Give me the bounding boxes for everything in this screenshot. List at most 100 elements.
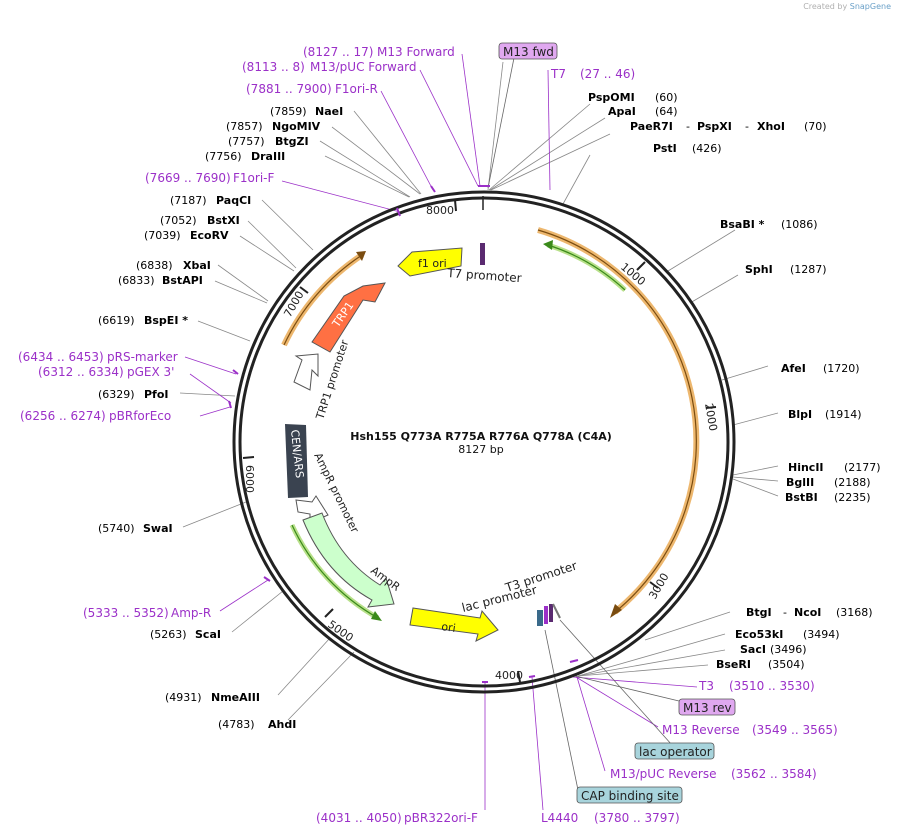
enzyme-name[interactable]: NgoMIV <box>272 120 321 133</box>
enzyme-pos: (5740) <box>98 522 135 535</box>
enzyme-name[interactable]: ApaI <box>608 105 636 118</box>
enzyme-name[interactable]: AfeI <box>781 362 806 375</box>
enzyme-pos: (3504) <box>768 658 805 671</box>
enzyme-name[interactable]: PaeR7I <box>630 120 673 133</box>
green-arc-top-head <box>543 240 553 250</box>
enzyme-pos: (3496) <box>770 643 807 656</box>
enzyme-name[interactable]: BlpI <box>788 408 812 421</box>
enzyme-name[interactable]: PaqCI <box>216 194 251 207</box>
cap-box <box>576 786 683 804</box>
feature-trp1-promoter[interactable]: TRP1 promoter <box>293 338 352 422</box>
primer-range: (7881 .. 7900) <box>246 82 332 96</box>
ruler-label: 6000 <box>243 465 256 493</box>
enzyme-name[interactable]: XhoI <box>757 120 785 133</box>
enzyme-name[interactable]: BtgI <box>746 606 772 619</box>
enzyme-name[interactable]: PfoI <box>144 388 169 401</box>
enzyme-name[interactable]: SphI <box>745 263 773 276</box>
enzyme-name[interactable]: NmeAIII <box>211 691 260 704</box>
enzyme-pos: (7187) <box>170 194 207 207</box>
enzyme-name[interactable]: BstBI <box>785 491 818 504</box>
enzyme-name[interactable]: SwaI <box>143 522 173 535</box>
m13rev-label[interactable]: M13 rev <box>683 701 732 715</box>
enzyme-pos: (6838) <box>136 259 173 272</box>
primer-range: (8127 .. 17) <box>303 45 373 59</box>
enzyme-name[interactable]: BspEI * <box>144 314 188 327</box>
enzyme-pos: (7859) <box>270 105 307 118</box>
enzyme-pos: (60) <box>655 91 678 104</box>
feature-ori[interactable]: ori <box>409 607 499 642</box>
enzyme-pos: (7052) <box>160 214 197 227</box>
svg-text:CEN/ARS: CEN/ARS <box>288 429 306 479</box>
enzyme-name[interactable]: ScaI <box>195 628 221 641</box>
enzyme-name[interactable]: PspOMI <box>588 91 635 104</box>
primer-name[interactable]: F1ori-F <box>233 171 274 185</box>
enzyme-sep: - <box>745 120 749 133</box>
enzyme-pos: (5263) <box>150 628 187 641</box>
enzyme-name[interactable]: NcoI <box>794 606 821 619</box>
orf-arc-right-head <box>610 604 622 618</box>
lacop-box <box>634 742 715 760</box>
enzyme-name[interactable]: PspXI <box>697 120 732 133</box>
enzyme-name[interactable]: BsaBI * <box>720 218 765 231</box>
m13fwd-label[interactable]: M13 fwd <box>503 45 554 59</box>
t3-promoter-label: T3 promoter <box>503 559 579 596</box>
enzyme-name[interactable]: NaeI <box>315 105 343 118</box>
feature-cen-ars[interactable]: CEN/ARS <box>285 424 308 498</box>
orf-arc-left-line <box>283 254 363 346</box>
enzyme-pos: (6619) <box>98 314 135 327</box>
primer-name[interactable]: T7 <box>550 67 566 81</box>
enzyme-leader-lines <box>179 61 779 721</box>
primer-name[interactable]: pBRforEco <box>109 409 171 423</box>
ruler-label: 8000 <box>426 204 454 217</box>
enzyme-name[interactable]: AhdI <box>268 718 296 731</box>
enzyme-name[interactable]: SacI <box>740 643 766 656</box>
enzyme-name[interactable]: XbaI <box>183 259 211 272</box>
cap-binding-site-label[interactable]: CAP binding site <box>581 789 679 803</box>
primer-name[interactable]: M13 Reverse <box>662 723 740 737</box>
green-arc-bottom-line <box>291 524 379 619</box>
enzyme-name[interactable]: EcoRV <box>190 229 229 242</box>
orf-arc-right-line <box>537 229 697 613</box>
primer-name[interactable]: L4440 <box>541 811 578 825</box>
primer-range: (6434 .. 6453) <box>18 350 104 364</box>
snapgene-credit: Created by SnapGene <box>803 2 891 11</box>
enzyme-name[interactable]: BstXI <box>207 214 240 227</box>
primer-name[interactable]: Amp-R <box>171 606 211 620</box>
enzyme-pos: (6833) <box>118 274 155 287</box>
enzyme-name[interactable]: DraIII <box>251 150 285 163</box>
primer-name[interactable]: T3 <box>698 679 714 693</box>
primer-name[interactable]: F1ori-R <box>335 82 378 96</box>
primer-name[interactable]: M13/pUC Reverse <box>610 767 717 781</box>
enzyme-name[interactable]: BstAPI <box>162 274 203 287</box>
t7-promoter-label: T7 promoter <box>446 266 522 285</box>
enzyme-name[interactable]: BtgZI <box>275 135 309 148</box>
primer-name[interactable]: pGEX 3' <box>127 365 174 379</box>
enzyme-pos: (1086) <box>781 218 818 231</box>
primer-name[interactable]: pRS-marker <box>107 350 178 364</box>
svg-text:TRP1 promoter: TRP1 promoter <box>313 338 351 422</box>
enzyme-pos: (7039) <box>144 229 181 242</box>
primer-name[interactable]: M13/pUC Forward <box>310 60 417 74</box>
feature-f1-ori[interactable]: f1 ori <box>397 247 463 277</box>
enzyme-name[interactable]: Eco53kI <box>735 628 783 641</box>
primer-range: (4031 .. 4050) <box>316 811 402 825</box>
enzyme-pos: (2235) <box>834 491 871 504</box>
enzyme-pos: (64) <box>655 105 678 118</box>
primer-range: (3562 .. 3584) <box>731 767 817 781</box>
enzyme-name[interactable]: BglII <box>786 476 814 489</box>
backbone-outer <box>232 190 736 694</box>
enzyme-name[interactable]: HincII <box>788 461 824 474</box>
primer-name[interactable]: M13 Forward <box>377 45 455 59</box>
primer-range: (8113 .. 8) <box>242 60 305 74</box>
primer-range: (6312 .. 6334) <box>38 365 124 379</box>
primer-labels: (8127 .. 17) M13 Forward (8113 .. 8) M13… <box>18 45 838 825</box>
enzyme-name[interactable]: BseRI <box>716 658 751 671</box>
enzyme-pos: (1720) <box>823 362 860 375</box>
enzyme-pos: (3494) <box>803 628 840 641</box>
enzyme-name[interactable]: PstI <box>653 142 677 155</box>
m13fwd-box <box>498 42 558 60</box>
primer-name[interactable]: pBR322ori-F <box>404 811 478 825</box>
primer-range: (27 .. 46) <box>580 67 635 81</box>
lac-operator-label[interactable]: lac operator <box>639 745 712 759</box>
primer-range: (3549 .. 3565) <box>752 723 838 737</box>
